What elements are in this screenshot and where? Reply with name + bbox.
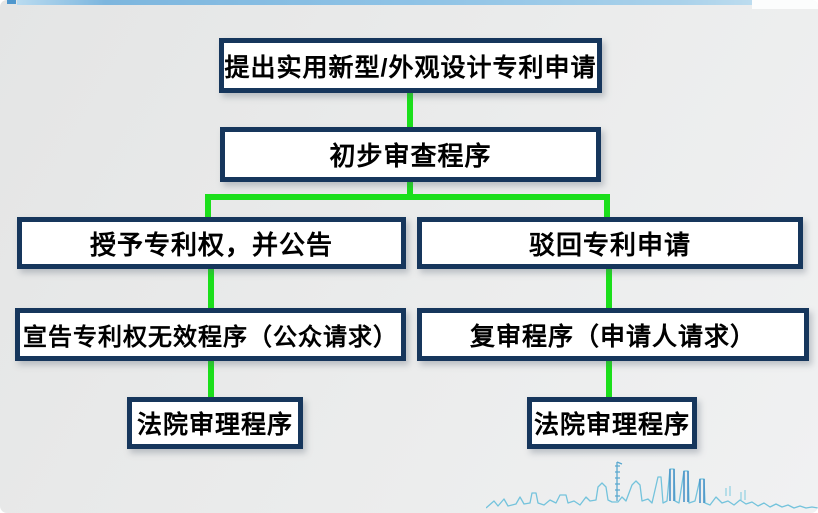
connector-split-left-drop <box>205 194 211 220</box>
flow-node-apply: 提出实用新型/外观设计专利申请 <box>219 38 602 93</box>
flow-node-grant-patent: 授予专利权，并公告 <box>17 217 406 269</box>
flow-node-apply-label: 提出实用新型/外观设计专利申请 <box>224 53 597 82</box>
flow-node-reexamination-procedure-label: 复审程序（申请人请求） <box>469 322 756 351</box>
flow-node-reexamination-procedure: 复审程序（申请人请求） <box>417 308 809 361</box>
flow-node-grant-patent-label: 授予专利权，并公告 <box>89 229 333 260</box>
top-accent-dash <box>7 0 16 4</box>
connector-reject-to-reexamination <box>606 266 612 311</box>
city-skyline-icon <box>486 461 818 509</box>
connector-split-horizontal <box>205 194 610 200</box>
connector-split-stem <box>407 180 413 200</box>
flow-node-preliminary-exam: 初步审查程序 <box>220 127 601 182</box>
flow-node-court-procedure-left-label: 法院审理程序 <box>136 411 293 439</box>
flow-node-reject-application: 驳回专利申请 <box>417 217 803 269</box>
top-accent-bar <box>17 0 752 5</box>
flow-node-court-procedure-right-label: 法院审理程序 <box>533 411 690 439</box>
connector-invalidation-to-court <box>208 358 214 400</box>
flow-node-court-procedure-right: 法院审理程序 <box>527 397 697 449</box>
flow-node-invalidation-procedure: 宣告专利权无效程序（公众请求） <box>15 308 406 361</box>
flow-node-preliminary-exam-label: 初步审查程序 <box>329 141 492 171</box>
connector-reexamination-to-court <box>606 358 612 400</box>
flow-node-reject-application-label: 驳回专利申请 <box>528 229 691 260</box>
connector-split-right-drop <box>604 194 610 220</box>
connector-apply-to-preliminary <box>407 90 413 130</box>
flow-node-invalidation-procedure-label: 宣告专利权无效程序（公众请求） <box>23 324 398 351</box>
connector-grant-to-invalidation <box>208 266 214 311</box>
top-right-corner <box>752 0 818 9</box>
flow-node-court-procedure-left: 法院审理程序 <box>127 397 303 449</box>
